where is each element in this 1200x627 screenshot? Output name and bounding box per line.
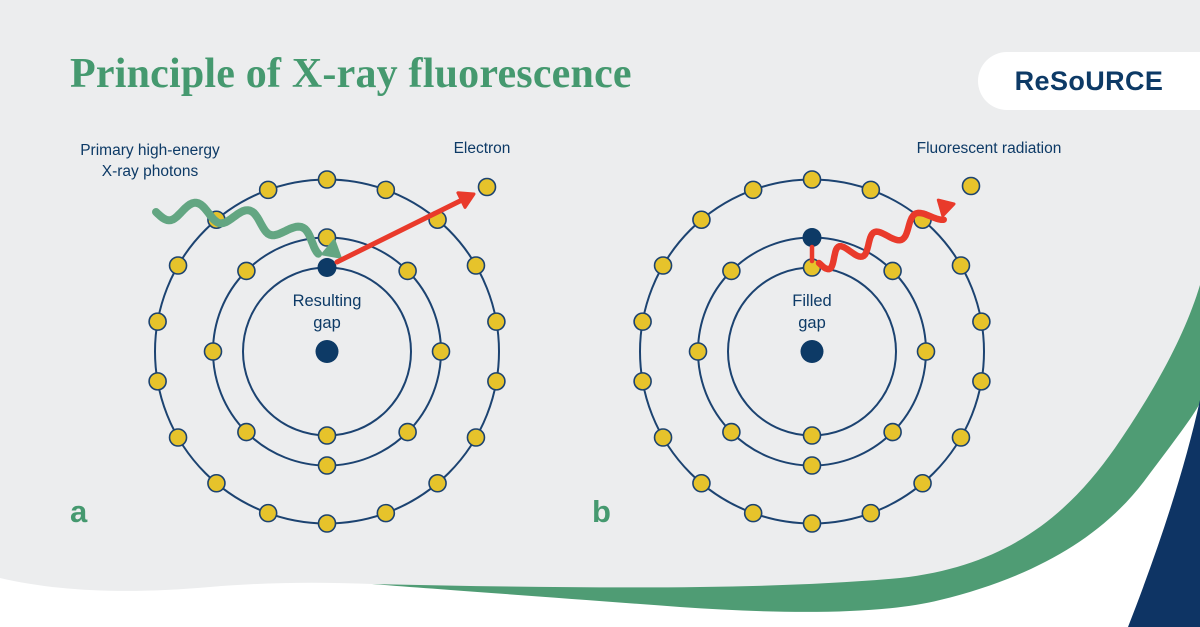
electron-dot bbox=[317, 228, 337, 247]
ejected-electron-arrowhead bbox=[456, 191, 476, 209]
nucleus-dot bbox=[800, 340, 824, 363]
page-title: Principle of X-ray fluorescence bbox=[70, 51, 632, 97]
electron-dot bbox=[722, 261, 741, 281]
electron-dot bbox=[653, 256, 673, 275]
incoming-xray-photon-arrow bbox=[152, 198, 323, 258]
electron-dot bbox=[913, 473, 932, 493]
electron-dot bbox=[168, 428, 188, 447]
filled-gap-label: Filled gap bbox=[742, 291, 882, 334]
electron-dot bbox=[972, 372, 991, 391]
electron-label: Electron bbox=[453, 140, 511, 157]
electron-dot bbox=[802, 170, 822, 189]
electron-dot bbox=[466, 256, 486, 275]
panel-b-letter: b bbox=[592, 494, 611, 529]
electron-dot bbox=[802, 514, 822, 533]
electron-dot bbox=[237, 261, 256, 281]
fluorescent-radiation-label: Fluorescent radiation bbox=[916, 140, 1062, 157]
vacancy-dot bbox=[802, 228, 822, 247]
electron-dot bbox=[972, 312, 991, 331]
electron-dot bbox=[376, 503, 396, 523]
primary-xray-photons-label-line1: Primary high-energy bbox=[80, 142, 220, 159]
electron-dot bbox=[317, 426, 337, 445]
primary-xray-photons-label-line2: X-ray photons bbox=[101, 163, 199, 180]
electron-dot bbox=[398, 261, 417, 281]
fluorescent-radiation-arrow bbox=[815, 209, 947, 273]
electron-dot bbox=[168, 256, 188, 275]
filled-gap-label-line2: gap bbox=[798, 313, 826, 332]
electron-dot bbox=[692, 473, 711, 493]
incoming-xray-photon-arrowhead bbox=[321, 239, 342, 259]
electron-dot bbox=[722, 422, 741, 442]
electron-dot bbox=[376, 180, 396, 200]
electron-dot bbox=[207, 473, 226, 493]
ejected-electron-dot bbox=[477, 177, 497, 197]
electron-dot bbox=[802, 456, 822, 475]
electron-dot bbox=[743, 180, 763, 200]
logo-pill: ReSoURCE bbox=[978, 52, 1200, 110]
atom-a bbox=[148, 170, 506, 533]
electron-dot bbox=[802, 426, 822, 445]
electron-dot bbox=[466, 428, 486, 447]
electron-dot bbox=[203, 342, 223, 361]
filled-gap-label-line1: Filled bbox=[792, 292, 832, 310]
resulting-gap-label: Resulting gap bbox=[257, 291, 397, 334]
electron-dot bbox=[317, 456, 337, 475]
electron-dot bbox=[431, 342, 451, 361]
atom-b bbox=[633, 170, 991, 533]
resulting-gap-label-line2: gap bbox=[313, 313, 341, 332]
nucleus-dot bbox=[315, 340, 339, 363]
electron-dot bbox=[861, 180, 881, 200]
electron-dot bbox=[258, 180, 278, 200]
swoosh-navy-corner bbox=[1128, 400, 1200, 627]
electron-dot bbox=[692, 210, 711, 230]
electron-dot bbox=[653, 428, 673, 447]
electron-dot bbox=[317, 170, 337, 189]
electron-dot bbox=[951, 256, 971, 275]
electron-dot bbox=[398, 422, 417, 442]
gap-dot bbox=[317, 258, 337, 277]
electron-dot bbox=[428, 473, 447, 493]
electron-dot bbox=[883, 422, 902, 442]
logo-text: ReSoURCE bbox=[1014, 65, 1164, 96]
electron-dot bbox=[487, 372, 506, 391]
free-electron-dot bbox=[961, 176, 981, 196]
swoosh-white-wave bbox=[0, 403, 1200, 627]
electron-dot bbox=[633, 372, 652, 391]
electron-dot bbox=[487, 312, 506, 331]
resulting-gap-label-line1: Resulting bbox=[292, 292, 362, 310]
ejected-electron-arrow bbox=[334, 196, 467, 265]
fluorescent-radiation-arrowhead bbox=[936, 198, 956, 218]
electron-dot bbox=[883, 261, 902, 281]
primary-xray-photons-label: Primary high-energy X-ray photons bbox=[40, 140, 260, 182]
electron-dot bbox=[258, 503, 278, 523]
electron-dot bbox=[148, 312, 167, 331]
electron-dot bbox=[148, 372, 167, 391]
electron-dot bbox=[916, 342, 936, 361]
electron-dot bbox=[633, 312, 652, 331]
panel-a-letter: a bbox=[70, 494, 88, 529]
electron-dot bbox=[688, 342, 708, 361]
electron-dot bbox=[861, 503, 881, 523]
electron-dot bbox=[237, 422, 256, 442]
electron-dot bbox=[951, 428, 971, 447]
electron-dot bbox=[743, 503, 763, 523]
electron-dot bbox=[317, 514, 337, 533]
